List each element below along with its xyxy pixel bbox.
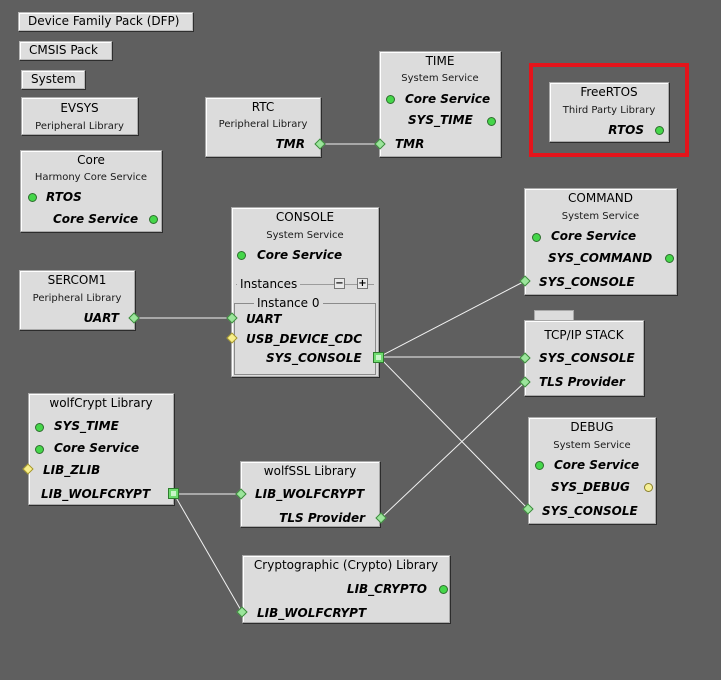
wire-wolfcrypt-crypto: [173, 493, 243, 613]
rtos-port-icon[interactable]: [655, 126, 664, 135]
port-label-usb-device-cdc: USB_DEVICE_CDC: [246, 332, 363, 346]
selection-highlight: [529, 63, 689, 157]
port-label-core-service: Core Service: [405, 92, 491, 106]
wolfssl-library-component[interactable]: wolfSSL Library LIB_WOLFCRYPT TLS Provid…: [240, 461, 380, 527]
core-service-port-icon[interactable]: [386, 95, 395, 104]
component-subtitle: System Service: [401, 73, 479, 84]
component-subtitle: Third Party Library: [562, 105, 656, 116]
component-subtitle: Peripheral Library: [218, 119, 308, 130]
console-component[interactable]: CONSOLE System Service Core Service Inst…: [231, 207, 379, 377]
component-title: Core: [77, 153, 105, 167]
component-title: FreeRTOS: [580, 85, 638, 99]
sercom1-component[interactable]: SERCOM1 Peripheral Library UART: [19, 270, 135, 330]
port-label-core-service: Core Service: [551, 229, 637, 243]
core-service-port-icon[interactable]: [535, 461, 544, 470]
add-instance-button[interactable]: +: [357, 278, 368, 289]
component-title: CONSOLE: [275, 210, 335, 224]
port-label-sys-console: SYS_CONSOLE: [539, 351, 635, 365]
time-component[interactable]: TIME System Service Core Service SYS_TIM…: [379, 51, 501, 157]
port-label-core-service: Core Service: [257, 248, 343, 262]
component-title: wolfSSL Library: [263, 464, 357, 478]
instance-0-label: Instance 0: [254, 296, 323, 310]
system-button[interactable]: System: [21, 70, 85, 89]
component-subtitle: Peripheral Library: [35, 121, 124, 132]
component-title: Cryptographic (Crypto) Library: [253, 558, 439, 572]
console-sys-console-port-icon[interactable]: [373, 352, 384, 363]
port-label-lib-crypto: LIB_CRYPTO: [346, 582, 427, 596]
instances-divider: [236, 284, 374, 285]
core-service-port-icon[interactable]: [35, 445, 44, 454]
port-label-tmr: TMR: [395, 137, 425, 151]
wire-console-debug: [378, 356, 529, 510]
port-label-tmr: TMR: [275, 137, 305, 151]
core-service-port-icon[interactable]: [532, 233, 541, 242]
component-title: TIME: [425, 54, 455, 68]
port-label-rtos: RTOS: [46, 190, 82, 204]
port-label-lib-wolfcrypt: LIB_WOLFCRYPT: [255, 487, 365, 501]
port-label-tls-provider: TLS Provider: [279, 511, 365, 525]
command-component[interactable]: COMMAND System Service Core Service SYS_…: [524, 188, 677, 295]
port-label-sys-time: SYS_TIME: [408, 113, 473, 127]
sys-time-port-icon[interactable]: [487, 117, 496, 126]
component-subtitle: System Service: [561, 211, 640, 222]
port-label-tls-provider: TLS Provider: [539, 375, 625, 389]
port-label-uart: UART: [83, 311, 119, 325]
component-title: wolfCrypt Library: [49, 396, 153, 410]
remove-instance-button[interactable]: −: [334, 278, 345, 289]
port-label-uart: UART: [246, 312, 282, 326]
component-subtitle: System Service: [553, 440, 631, 451]
port-label-core-service: Core Service: [53, 212, 139, 226]
wolfcrypt-lib-wolfcrypt-port-icon[interactable]: [168, 488, 179, 499]
tcpip-stack-component[interactable]: TCP/IP STACK SYS_CONSOLE TLS Provider: [524, 320, 644, 396]
port-label-lib-wolfcrypt: LIB_WOLFCRYPT: [257, 606, 367, 620]
port-label-sys-console: SYS_CONSOLE: [266, 351, 362, 365]
component-title: RTC: [251, 100, 275, 114]
port-label-lib-wolfcrypt: LIB_WOLFCRYPT: [41, 487, 151, 501]
instances-label: Instances: [237, 277, 301, 291]
port-label-core-service: Core Service: [554, 458, 640, 472]
sys-time-port-icon[interactable]: [35, 423, 44, 432]
core-service-port-icon[interactable]: [149, 215, 158, 224]
component-title: SERCOM1: [47, 273, 107, 287]
component-subtitle: Peripheral Library: [32, 293, 122, 304]
port-label-sys-command: SYS_COMMAND: [548, 251, 653, 265]
port-label-rtos: RTOS: [608, 123, 644, 137]
port-label-sys-time: SYS_TIME: [54, 419, 119, 433]
port-label-lib-zlib: LIB_ZLIB: [43, 463, 101, 477]
dfp-button[interactable]: Device Family Pack (DFP): [18, 12, 193, 31]
crypto-library-component[interactable]: Cryptographic (Crypto) Library LIB_CRYPT…: [242, 555, 450, 623]
component-title: DEBUG: [570, 420, 614, 434]
wolfcrypt-library-component[interactable]: wolfCrypt Library SYS_TIME Core Service …: [28, 393, 174, 505]
component-title: EVSYS: [60, 101, 99, 115]
sys-debug-port-icon[interactable]: [644, 483, 653, 492]
core-component[interactable]: Core Harmony Core Service RTOS Core Serv…: [20, 150, 162, 232]
wire-wolfssl-tcpip: [380, 381, 526, 519]
sys-command-port-icon[interactable]: [665, 254, 674, 263]
component-subtitle: System Service: [266, 230, 344, 241]
component-title: COMMAND: [568, 191, 633, 205]
core-service-port-icon[interactable]: [237, 251, 246, 260]
port-label-sys-console: SYS_CONSOLE: [542, 504, 638, 518]
port-label-sys-debug: SYS_DEBUG: [551, 480, 630, 494]
component-subtitle: Harmony Core Service: [34, 172, 148, 183]
lib-crypto-port-icon[interactable]: [439, 585, 448, 594]
port-label-core-service: Core Service: [54, 441, 140, 455]
debug-component[interactable]: DEBUG System Service Core Service SYS_DE…: [528, 417, 656, 524]
wire-console-command: [378, 280, 526, 358]
tcpip-folder-tab: [534, 310, 574, 322]
cmsis-pack-button[interactable]: CMSIS Pack: [19, 41, 112, 60]
freertos-component[interactable]: FreeRTOS Third Party Library RTOS: [549, 82, 669, 142]
component-title: TCP/IP STACK: [544, 328, 624, 342]
evsys-component[interactable]: EVSYS Peripheral Library: [21, 97, 138, 135]
port-label-sys-console: SYS_CONSOLE: [539, 275, 635, 289]
rtos-port-icon[interactable]: [28, 193, 37, 202]
rtc-component[interactable]: RTC Peripheral Library TMR: [205, 97, 321, 157]
